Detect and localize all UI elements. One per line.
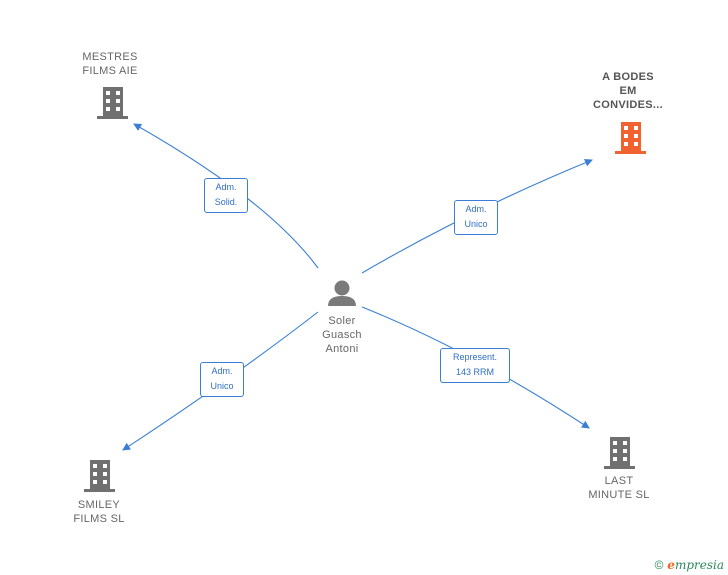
company-label-mestres[interactable]: MESTRES FILMS AIE [82,51,138,77]
person-label[interactable]: Soler Guasch Antoni [322,315,362,355]
building-icon[interactable] [97,87,128,119]
company-label-lastminute[interactable]: LAST MINUTE SL [588,475,650,501]
relation-label-mestres: Adm. Solid. [204,178,248,213]
building-icon[interactable] [84,460,115,492]
empresia-watermark: © empresia [655,558,724,572]
company-label-smiley[interactable]: SMILEY FILMS SL [73,499,125,525]
relation-label-lastminute: Represent. 143 RRM [440,348,510,383]
relation-label-abodes: Adm. Unico [454,200,498,235]
company-label-abodes[interactable]: A BODES EM CONVIDES... [593,71,663,111]
building-icon[interactable] [615,122,646,154]
copyright-symbol: © [654,558,664,572]
brand-name: mpresia [674,558,724,572]
person-icon [328,280,356,306]
building-windows [93,91,638,484]
building-icon[interactable] [604,437,635,469]
relation-label-smiley: Adm. Unico [200,362,244,397]
brand-initial: e [667,558,675,572]
